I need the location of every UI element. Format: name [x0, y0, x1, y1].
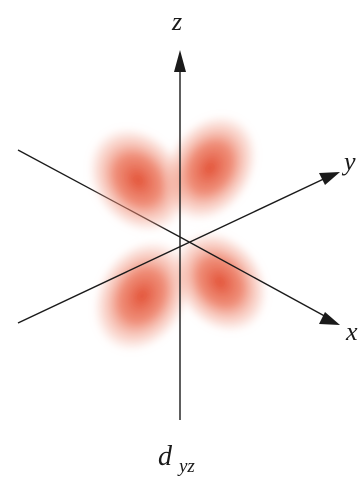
orbital-lobes: [66, 95, 289, 370]
orbital-name-base: d: [158, 441, 173, 472]
y-axis-arrowhead: [319, 172, 340, 185]
z-axis-arrowhead: [174, 50, 186, 72]
x-axis-label: x: [345, 317, 358, 346]
y-axis-label: y: [341, 147, 356, 176]
orbital-name: d yz: [158, 441, 195, 477]
z-axis-label: z: [171, 7, 182, 36]
orbital-name-subscript: yz: [177, 456, 195, 477]
